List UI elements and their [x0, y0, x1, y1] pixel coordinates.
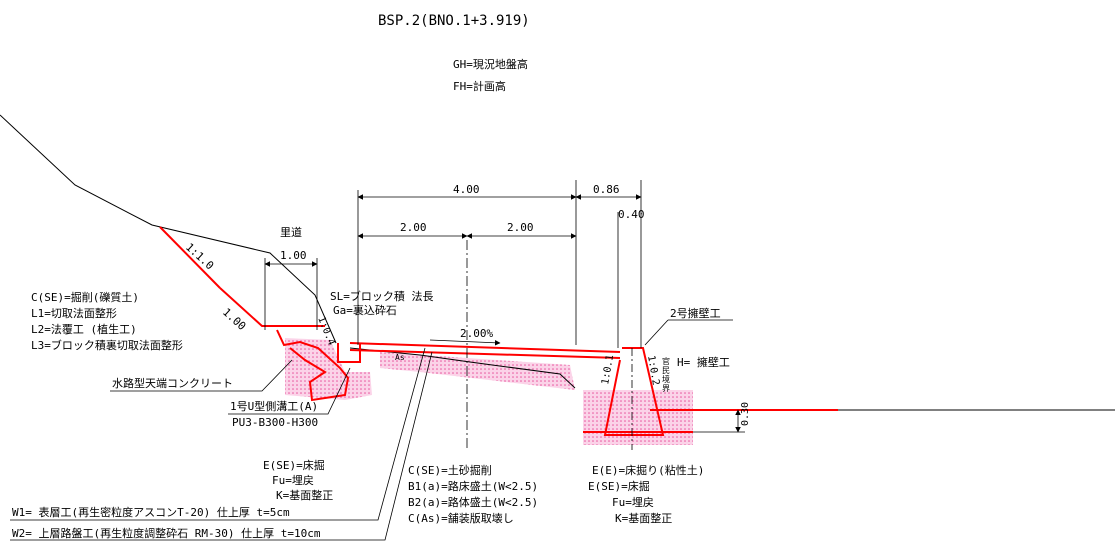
left-excavation-area — [285, 338, 372, 400]
bottom-notes-left: E(SE)=床掘 Fu=埋戻 K=基面整正 — [263, 458, 333, 502]
h-wall-label: H= 擁壁工 — [677, 355, 730, 369]
bottom-notes-mid: C(SE)=土砂掘削 B1(a)=路床盛土(W<2.5) B2(a)=路体盛土(… — [408, 463, 538, 525]
wall-front-ratio: 1:0.2 — [645, 355, 661, 387]
bottom-note: E(E)=床掘り(粘性土) — [592, 463, 704, 477]
dim-wall-embed-text: 0.30 — [740, 402, 751, 426]
road-fill-area — [380, 352, 575, 390]
wall-back-ratio: 1:0.1 — [600, 354, 616, 386]
dim-total-text: 4.00 — [453, 183, 480, 196]
bottom-note: Fu=埋戻 — [272, 474, 314, 487]
bottom-note: B2(a)=路体盛土(W<2.5) — [408, 495, 538, 509]
legend-fh: FH=計画高 — [453, 79, 506, 93]
suiro-label: 水路型天端コンクリート — [112, 376, 233, 390]
pavement-w1: W1= 表層工(再生密粒度アスコンT-20) 仕上厚 t=5cm — [12, 505, 290, 519]
satodo-label: 里道 — [280, 225, 302, 239]
bottom-note: E(SE)=床掘 — [588, 479, 650, 493]
legend-gh: GH=現況地盤高 — [453, 57, 528, 71]
left-note: L1=切取法面整形 — [31, 306, 117, 320]
block-wall — [276, 329, 350, 402]
gutter — [337, 343, 361, 363]
left-notes: C(SE)=掘削(礫質土) L1=切取法面整形 L2=法覆工 (植生工) L3=… — [31, 290, 183, 352]
pavement-w2: W2= 上層路盤工(再生粒度調整砕石 RM-30) 仕上厚 t=10cm — [12, 526, 321, 540]
suiro-leader — [110, 359, 293, 392]
w2-leader — [10, 351, 433, 541]
bottom-note: Fu=埋戻 — [612, 496, 654, 509]
bottom-note: K=基面整正 — [276, 488, 333, 502]
dim-satodo-text: 1.00 — [280, 249, 307, 262]
existing-ground — [0, 114, 337, 344]
left-note: L3=ブロック積裏切取法面整形 — [31, 338, 183, 352]
as-label: As — [395, 353, 405, 362]
w1-leader — [10, 347, 426, 521]
wall-excavation-area — [583, 390, 693, 445]
gutter-leader — [228, 367, 351, 415]
ga-label: Ga=裏込砕石 — [333, 303, 397, 317]
bottom-notes-right: E(E)=床掘り(粘性土) E(SE)=床掘 Fu=埋戻 K=基面整正 — [588, 463, 704, 525]
gutter-spec: PU3-B300-H300 — [232, 416, 318, 429]
boundary-label: 官民境界 — [662, 356, 670, 393]
slope-berm — [219, 287, 325, 327]
wall2-leader-diag — [644, 319, 669, 346]
dim-half-left-text: 2.00 — [400, 221, 427, 234]
gutter-name: 1号U型側溝工(A) — [230, 399, 318, 413]
wall2-label: 2号擁壁工 — [670, 306, 721, 320]
dim-right-text: 0.86 — [593, 183, 620, 196]
drawing-title: BSP.2(BNO.1+3.919) — [378, 13, 530, 29]
bottom-note: E(SE)=床掘 — [263, 458, 325, 472]
existing-ground-mid — [349, 347, 576, 389]
left-note: C(SE)=掘削(礫質土) — [31, 290, 139, 304]
bottom-note: C(SE)=土砂掘削 — [408, 463, 492, 477]
cross-slope-text: 2.00% — [460, 327, 493, 340]
dim-wall-top-text: 0.40 — [618, 208, 645, 221]
design-lines — [159, 226, 838, 436]
slope-arrow — [429, 339, 501, 346]
cut-slope-line — [159, 226, 221, 289]
road-base — [349, 349, 621, 359]
dim-half-right-text: 2.00 — [507, 221, 534, 234]
retaining-wall — [603, 347, 665, 436]
road-surface — [349, 342, 621, 353]
dimension-lines — [264, 194, 741, 433]
bottom-note: B1(a)=路床盛土(W<2.5) — [408, 479, 538, 493]
left-note: L2=法覆工 (植生工) — [31, 322, 137, 336]
bottom-note: K=基面整正 — [615, 511, 672, 525]
sl-label: SL=ブロック積 法長 — [330, 289, 434, 303]
bottom-note: C(As)=舗装版取壊し — [408, 511, 514, 525]
